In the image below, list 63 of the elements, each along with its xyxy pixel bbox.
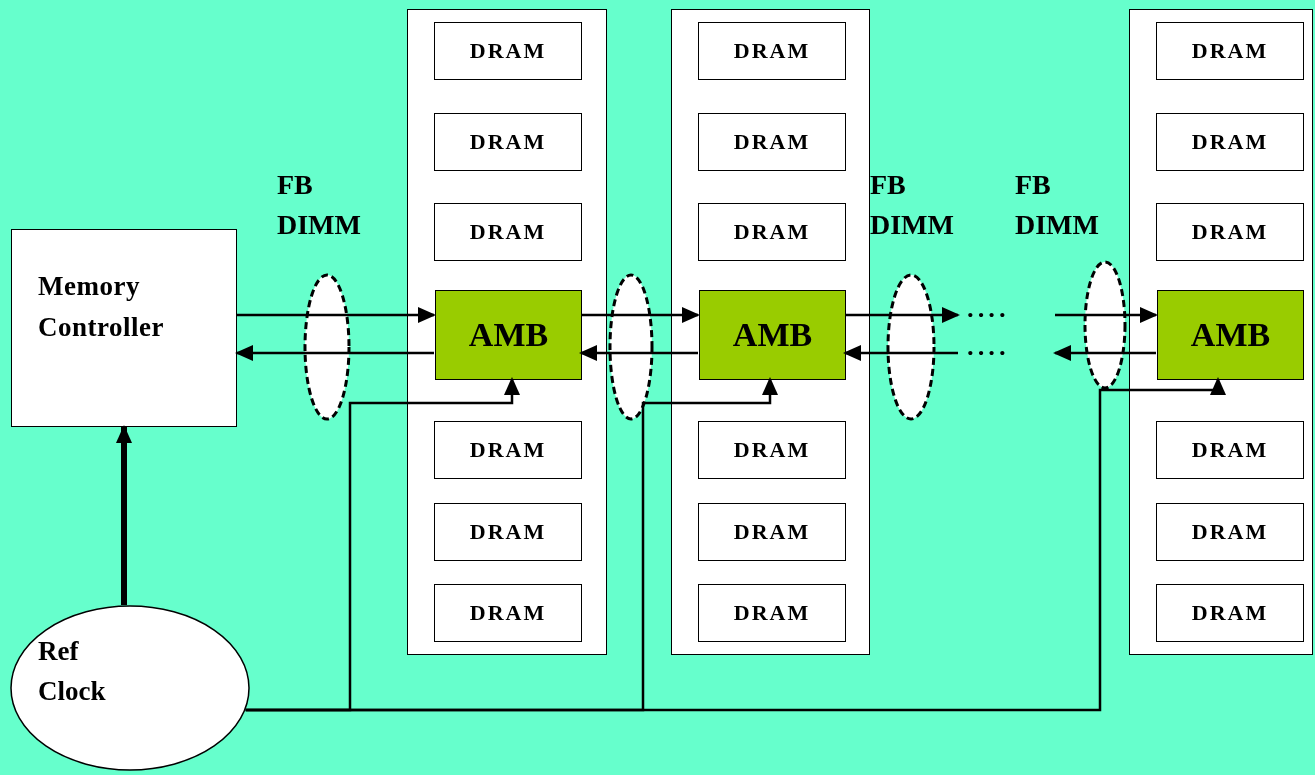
ellipsis-label: ····: [966, 300, 1009, 330]
dram-label: DRAM: [1191, 38, 1269, 64]
dram-label: DRAM: [733, 600, 811, 626]
controller-box: [11, 229, 237, 427]
dram-chip: [698, 203, 846, 261]
dram-label: DRAM: [469, 600, 547, 626]
arrow: [1055, 307, 1158, 323]
dram-chip: [434, 22, 582, 80]
dram-label: DRAM: [1191, 129, 1269, 155]
arrow: [116, 425, 132, 606]
dram-chip: [1156, 503, 1304, 561]
amb-chip: [435, 290, 582, 380]
dram-label: DRAM: [733, 38, 811, 64]
dram-label: DRAM: [733, 437, 811, 463]
dram-label: DRAM: [733, 219, 811, 245]
dram-label: DRAM: [469, 219, 547, 245]
dram-chip: [1156, 421, 1304, 479]
dram-chip: [434, 421, 582, 479]
arrow: [581, 307, 700, 323]
arrow: [235, 345, 434, 361]
controller-label: Memory Controller: [38, 270, 165, 344]
amb-chip: [1157, 290, 1304, 380]
dram-chip: [698, 503, 846, 561]
dram-label: DRAM: [733, 519, 811, 545]
amb-label: AMB: [468, 316, 549, 354]
dram-label: DRAM: [469, 437, 547, 463]
bus-label: FB DIMM: [870, 168, 955, 242]
bus-label: FB DIMM: [277, 168, 362, 242]
dram-chip: [434, 203, 582, 261]
arrow: [843, 345, 958, 361]
dram-chip: [1156, 203, 1304, 261]
dram-label: DRAM: [469, 38, 547, 64]
amb-chip: [699, 290, 846, 380]
dram-chip: [1156, 113, 1304, 171]
dimm-module: [1129, 9, 1313, 655]
arrow: [245, 377, 1226, 712]
dram-label: DRAM: [1191, 519, 1269, 545]
clock-label: Ref Clock: [38, 635, 107, 708]
amb-label: AMB: [732, 316, 813, 354]
dram-chip: [434, 113, 582, 171]
dram-chip: [698, 421, 846, 479]
dram-label: DRAM: [469, 519, 547, 545]
dram-chip: [434, 503, 582, 561]
dram-chip: [434, 584, 582, 642]
dimm-module: [671, 9, 870, 655]
dram-label: DRAM: [733, 129, 811, 155]
amb-label: AMB: [1190, 316, 1271, 354]
bus-label: FB DIMM: [1015, 168, 1100, 242]
arrow: [237, 307, 436, 323]
dimm-module: [407, 9, 607, 655]
dram-chip: [698, 584, 846, 642]
dram-label: DRAM: [1191, 219, 1269, 245]
dram-chip: [698, 113, 846, 171]
arrow: [579, 345, 698, 361]
ellipsis-label: ····: [966, 338, 1009, 368]
arrow: [845, 307, 960, 323]
dram-chip: [1156, 584, 1304, 642]
dram-chip: [698, 22, 846, 80]
dram-label: DRAM: [1191, 600, 1269, 626]
dram-label: DRAM: [1191, 437, 1269, 463]
arrow: [1053, 345, 1156, 361]
dram-chip: [1156, 22, 1304, 80]
dram-label: DRAM: [469, 129, 547, 155]
